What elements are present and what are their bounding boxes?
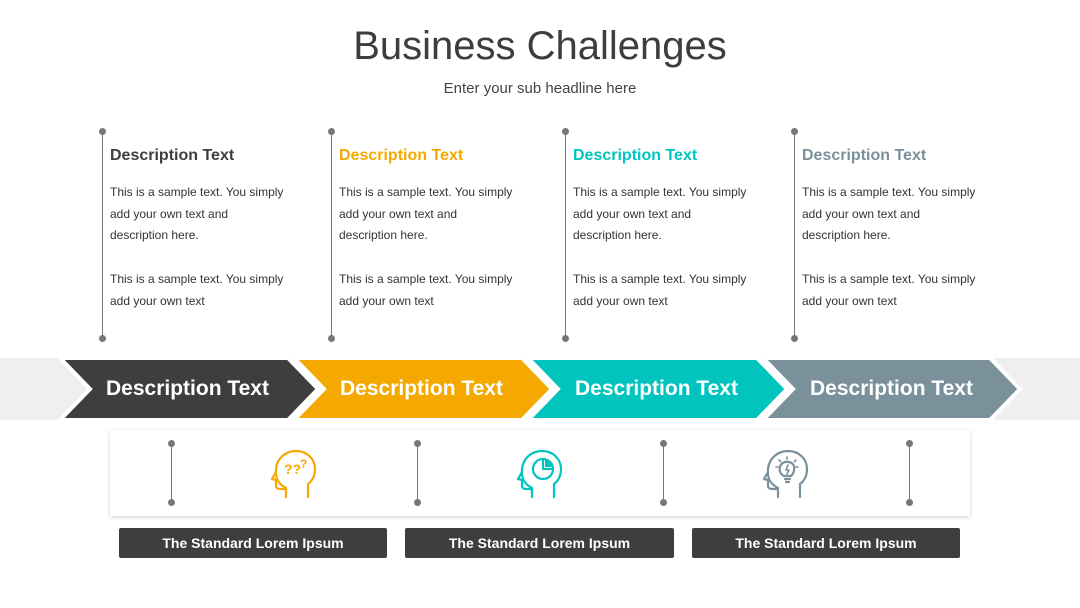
divider-line bbox=[414, 440, 421, 506]
chevron-label: Description Text bbox=[106, 377, 269, 400]
icon-card: ?? ? bbox=[110, 430, 970, 516]
description-column-2: Description Text This is a sample text. … bbox=[328, 128, 531, 342]
page-title: Business Challenges bbox=[353, 24, 727, 68]
column-heading: Description Text bbox=[573, 147, 698, 164]
head-lightbulb-icon bbox=[762, 449, 809, 499]
column-paragraph: This is a sample text. You simply add yo… bbox=[339, 185, 513, 242]
description-column-3: Description Text This is a sample text. … bbox=[562, 128, 765, 342]
divider-line bbox=[102, 131, 103, 341]
column-paragraph: This is a sample text. You simply add yo… bbox=[573, 185, 747, 242]
chevron-label: Description Text bbox=[810, 377, 973, 400]
description-column-1: Description Text This is a sample text. … bbox=[99, 128, 302, 342]
head-question-icon: ?? ? bbox=[270, 449, 317, 499]
svg-text:?: ? bbox=[300, 457, 307, 471]
column-paragraph: This is a sample text. You simply add yo… bbox=[339, 272, 513, 308]
chevron-process-arrows bbox=[57, 358, 1023, 420]
page-subtitle: Enter your sub headline here bbox=[443, 80, 637, 97]
chevron-3 bbox=[525, 358, 790, 420]
column-heading: Description Text bbox=[339, 147, 464, 164]
column-heading: Description Text bbox=[802, 147, 927, 164]
column-paragraph: This is a sample text. You simply add yo… bbox=[802, 272, 976, 308]
column-heading: Description Text bbox=[110, 147, 235, 164]
svg-text:??: ?? bbox=[284, 461, 301, 477]
chevron-label: Description Text bbox=[575, 377, 738, 400]
caption-button-2: The Standard Lorem Ipsum bbox=[405, 528, 674, 558]
chevron-1 bbox=[57, 358, 321, 420]
column-paragraph: This is a sample text. You simply add yo… bbox=[802, 185, 976, 242]
chevron-4 bbox=[760, 358, 1023, 420]
divider-line bbox=[565, 131, 566, 341]
chevron-label: Description Text bbox=[340, 377, 503, 400]
caption-button-3: The Standard Lorem Ipsum bbox=[692, 528, 960, 558]
divider-line bbox=[168, 440, 175, 506]
divider-line bbox=[331, 131, 332, 341]
divider-line bbox=[660, 440, 667, 506]
head-pie-chart-icon bbox=[516, 449, 563, 499]
column-paragraph: This is a sample text. You simply add yo… bbox=[573, 272, 747, 308]
chevron-2 bbox=[291, 358, 555, 420]
divider-line bbox=[794, 131, 795, 341]
column-paragraph: This is a sample text. You simply add yo… bbox=[110, 185, 284, 242]
caption-button-1: The Standard Lorem Ipsum bbox=[119, 528, 387, 558]
description-column-4: Description Text This is a sample text. … bbox=[791, 128, 994, 342]
column-paragraph: This is a sample text. You simply add yo… bbox=[110, 272, 284, 308]
divider-line bbox=[906, 440, 913, 506]
